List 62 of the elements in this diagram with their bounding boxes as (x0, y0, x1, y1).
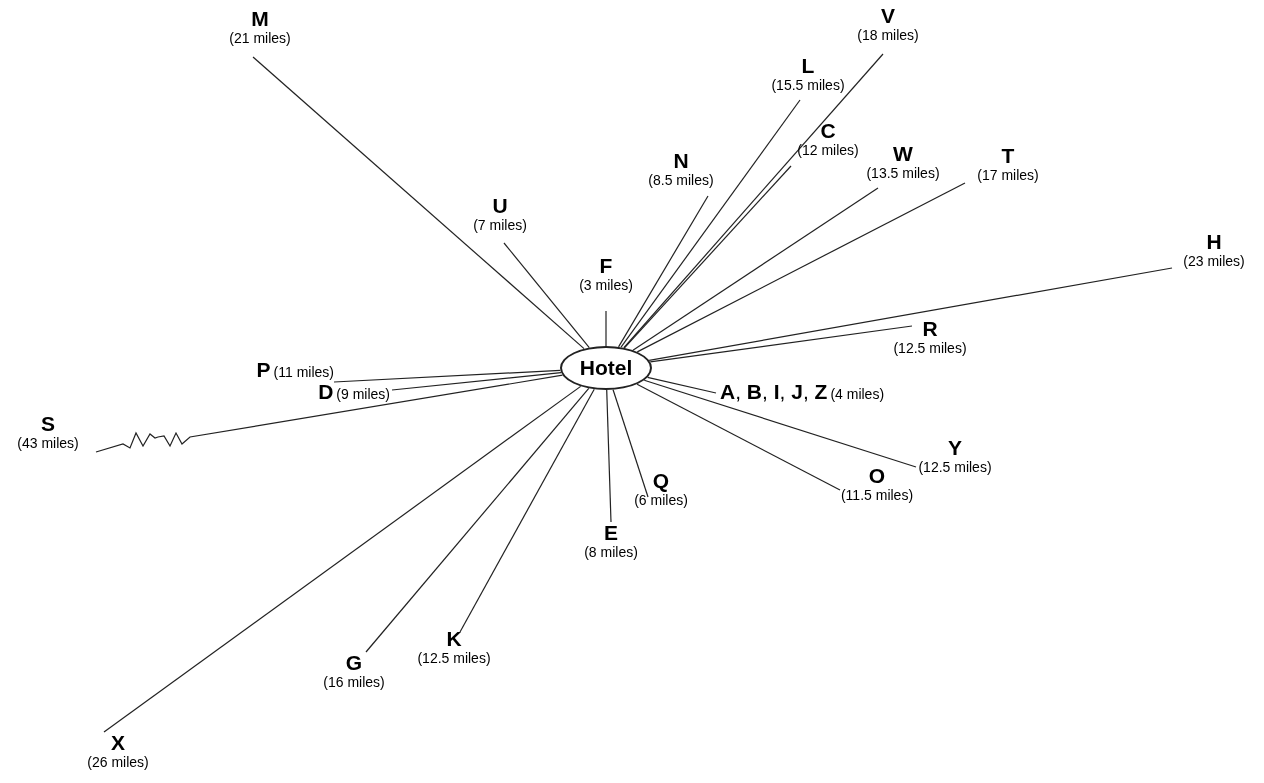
connector-line (391, 372, 562, 391)
destination-letter: S (41, 413, 55, 435)
connector-line (459, 388, 595, 633)
destination-letter: O (868, 465, 886, 487)
connector-line (503, 242, 590, 349)
destination-letter: K (446, 628, 462, 650)
connector-line (623, 53, 884, 349)
destination-letter: T (1001, 145, 1015, 167)
distance-label: (18 miles) (857, 27, 919, 44)
distance-label: (12.5 miles) (893, 340, 967, 357)
destination-letter: F (599, 255, 613, 277)
distance-label: (6 miles) (634, 492, 688, 509)
distance-label: (8 miles) (584, 544, 638, 561)
destination-letter: R (922, 318, 938, 340)
destination-letter: P (256, 358, 271, 382)
connector-line (333, 369, 561, 383)
destination-letter: A, B, I, J, Z (720, 380, 828, 404)
distance-label: (21 miles) (229, 30, 291, 47)
destination-letter: M (251, 8, 269, 30)
distance-label: (12 miles) (797, 142, 859, 159)
destination-letter: V (881, 5, 895, 27)
destination-letter: Y (948, 437, 962, 459)
destination-letter: W (893, 143, 913, 165)
connector-line (636, 182, 966, 353)
hotel-ellipse: Hotel (560, 346, 652, 390)
connector-line (623, 165, 792, 349)
destination-letter: H (1206, 231, 1222, 253)
destination-letter: X (111, 732, 125, 754)
distance-label: (26 miles) (87, 754, 149, 771)
connector-line (620, 99, 801, 348)
destination-letter: D (318, 380, 334, 404)
connector-line (632, 187, 879, 351)
connector-line (365, 387, 590, 653)
connector-line (605, 310, 607, 347)
distance-label: (12.5 miles) (918, 459, 992, 476)
distance-label: (17 miles) (977, 167, 1039, 184)
connector-line (636, 383, 841, 491)
connector-line (648, 267, 1173, 361)
distance-label: (16 miles) (323, 674, 385, 691)
connector-line (606, 389, 612, 523)
connector-line (649, 325, 913, 363)
distance-label: (13.5 miles) (866, 165, 940, 182)
distance-label: (43 miles) (17, 435, 79, 452)
distance-label: (8.5 miles) (648, 172, 714, 189)
distance-label: (23 miles) (1183, 253, 1245, 270)
destination-letter: Q (652, 470, 670, 492)
distance-label: (9 miles) (336, 385, 390, 404)
destination-letter: E (604, 522, 618, 544)
destination-letter: C (820, 120, 836, 142)
connector-line (612, 389, 649, 498)
destination-letter: N (673, 150, 689, 172)
distance-label: (3 miles) (579, 277, 633, 294)
distance-label: (7 miles) (473, 217, 527, 234)
distance-label: (11.5 miles) (840, 487, 914, 504)
connector-line (617, 195, 709, 348)
distance-label: (12.5 miles) (417, 650, 491, 667)
destination-letter: U (492, 195, 508, 217)
distance-label: (4 miles) (830, 385, 885, 404)
distance-label: (11 miles) (273, 363, 334, 382)
destination-letter: G (345, 652, 363, 674)
distance-label: (15.5 miles) (771, 77, 845, 94)
destination-letter: L (801, 55, 815, 77)
